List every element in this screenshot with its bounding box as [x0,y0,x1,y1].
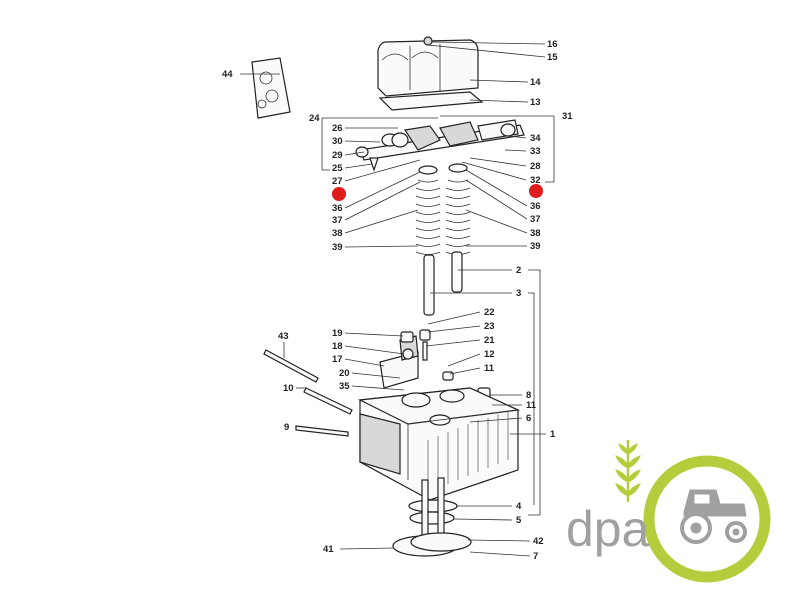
nut-12 [442,371,454,381]
callout-39-left: 39 [332,242,343,253]
highlight-marker-right [529,184,543,198]
push-rods [423,251,463,316]
callout-21: 21 [484,335,495,346]
logo-text: dpa [566,501,650,557]
callout-42: 42 [533,536,544,547]
seat-ring-5 [409,511,455,525]
callout-13: 13 [530,97,541,108]
rocker-cover [377,36,479,97]
callout-14: 14 [530,77,541,88]
callout-44: 44 [222,69,233,80]
callout-32: 32 [530,175,541,186]
callout-37-left: 37 [332,215,343,226]
callout-29: 29 [332,150,343,161]
stud-43 [263,349,319,383]
callout-24: 24 [309,113,320,124]
rocker-bracket [379,329,431,389]
callout-4: 4 [516,501,522,512]
callout-33: 33 [530,146,541,157]
callout-37-right: 37 [530,214,541,225]
callout-3: 3 [516,288,521,299]
callout-27: 27 [332,176,343,187]
highlight-marker-left [332,187,346,201]
callout-9: 9 [284,422,289,433]
callout-2: 2 [516,265,521,276]
callout-43: 43 [278,331,289,342]
callout-17: 17 [332,354,343,365]
callout-31: 31 [562,111,573,122]
callout-38-left: 38 [332,228,343,239]
callout-35: 35 [339,381,350,392]
logo-ring [643,455,771,583]
cover-gasket [378,91,484,111]
dpa-logo: dpa [566,440,771,583]
bolt-9 [295,425,349,437]
callout-6: 6 [526,413,531,424]
callout-41: 41 [323,544,334,555]
callout-23: 23 [484,321,495,332]
callout-26: 26 [332,123,343,134]
leader-lines [240,41,555,557]
callout-34: 34 [530,133,541,144]
callout-15: 15 [547,52,558,63]
callout-11-upper: 11 [484,363,495,374]
valve-springs [415,163,471,255]
callout-12: 12 [484,349,495,360]
callout-36-right: 36 [530,201,541,212]
highlight-markers [332,184,543,201]
callout-28: 28 [530,161,541,172]
callout-7: 7 [533,551,538,562]
callout-22: 22 [484,307,495,318]
callout-30: 30 [332,136,343,147]
callout-10: 10 [283,383,294,394]
callout-16: 16 [547,39,558,50]
callout-19: 19 [332,328,343,339]
callout-39-right: 39 [530,241,541,252]
cylinder-head [357,387,521,501]
rocker-shaft-assembly [355,119,525,172]
callout-labels: 16 15 14 13 44 24 31 26 30 29 25 27 34 3… [222,39,573,562]
callout-25: 25 [332,163,343,174]
callout-18: 18 [332,341,343,352]
exploded-view-drawing [251,36,525,557]
callout-11-lower: 11 [526,400,537,411]
callout-36-left: 36 [332,203,343,214]
seat-ring-4 [408,499,458,513]
gasket-set [251,57,291,119]
tractor-icon [680,489,747,544]
callout-38-right: 38 [530,228,541,239]
callout-1: 1 [550,429,556,440]
callout-8: 8 [526,390,531,401]
bolt-10 [303,387,353,415]
callout-20: 20 [339,368,350,379]
wheat-icon [615,440,641,502]
valves [392,477,472,557]
callout-5: 5 [516,515,522,526]
